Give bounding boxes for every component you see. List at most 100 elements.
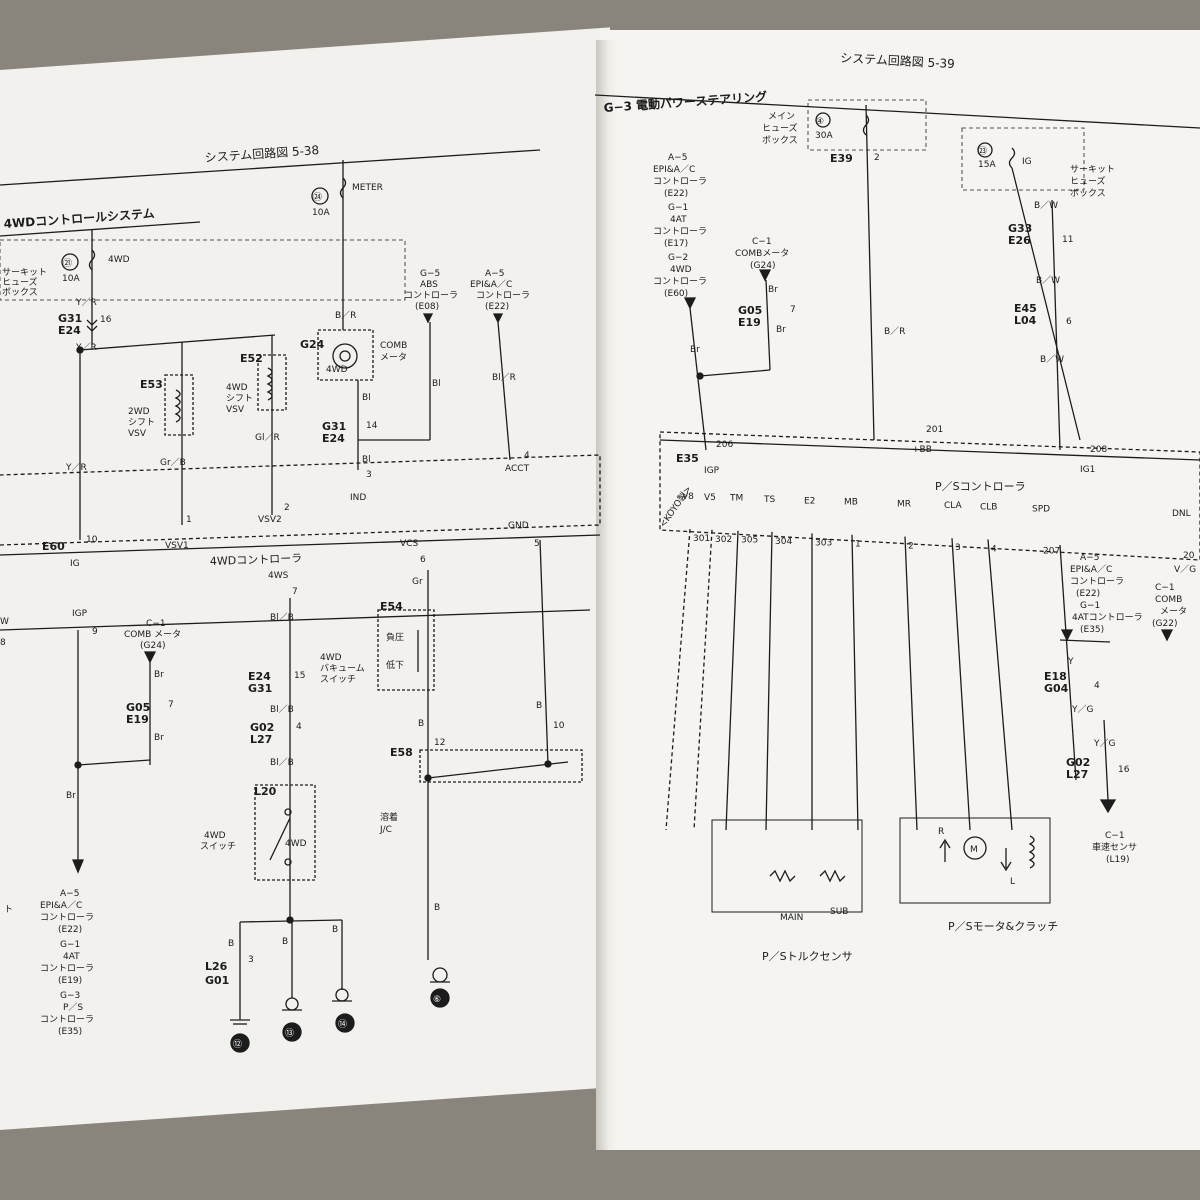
rconn-g05-pin: 7 [790,305,796,315]
e58-dot-1 [424,774,432,782]
e54-box [377,609,435,691]
e54-name: E54 [380,600,403,613]
rc1r-line1: COMB [1155,595,1182,605]
rc1-arrow [758,269,772,282]
fuse-box-outline [0,239,406,301]
rc1r-line3: (G22) [1152,619,1177,629]
c1-line1: COMB メータ [124,629,181,640]
e53-line2: シフト [128,418,155,428]
torque-resistor-1 [769,869,796,883]
conn-e24-b: E24 [322,432,345,445]
motor-symbol [963,836,987,860]
wire-label-bw-3: B／W [1040,354,1064,365]
ps-pin-number: 305 [741,536,758,546]
torque-name: P／Sトルクセンサ [762,950,853,963]
ps-maker: <KOYO製> [657,483,694,529]
fuse-23-amp: 15A [978,160,996,170]
conn-chevron-1 [86,319,98,332]
ps-pin-number: 3 [955,543,961,553]
wire-yr-branch [79,334,276,351]
e54-line2: 低下 [386,659,404,671]
wire-gnd [539,539,549,766]
ps-pin-number: 301 [693,534,710,544]
g24-lamp [332,343,358,369]
ps-pin-wire [904,536,918,831]
ps-208: 208 [1090,445,1107,455]
fuse-21-num: ㉑ [63,258,72,269]
wire-yg-down [1103,719,1109,801]
conn-g05-pin: 7 [168,700,174,710]
igp-arrow [72,859,84,874]
conn-g31-c: G31 [248,682,272,695]
rc1r-name: C−1 [1155,583,1175,593]
junction-dot-2 [74,761,82,769]
e39-pin: 2 [874,153,880,163]
ref-g1-3: (E19) [58,976,82,986]
rref-g1: G−1 [668,203,688,213]
rref-g2: G−2 [668,253,688,263]
e52-line2: シフト [226,394,253,404]
ref-g3-1: P／S [63,1002,83,1013]
lower-pin-4ws: 4WS [268,571,289,581]
ref-g1-1: 4AT [63,952,80,962]
conn-g33: G33 [1008,222,1032,235]
ps-pin-number: 302 [715,535,732,545]
main-fuse-box-1: メイン [768,112,795,122]
g5-arrow [422,313,434,324]
a5-arrow [492,313,504,324]
e53-coil [174,389,181,423]
ref-g3-3: (E35) [58,1027,82,1037]
rr-a5-3: (E22) [1076,589,1100,599]
speed-line1: 車速センサ [1092,841,1137,853]
ps-pin-wire [665,528,691,831]
ps-206: 206 [716,440,733,450]
ps-pin-label: CLB [980,502,997,512]
wire-label-glr: Gl／R [255,432,280,443]
g24-lamp-inner [339,350,351,362]
ps-pin-number: 304 [775,537,792,547]
rc1r-line2: メータ [1160,606,1187,617]
ps-bb: +BB [912,445,932,455]
ref-g3: G−3 [60,991,80,1001]
e53-line1: 2WD [128,407,150,417]
ps-pin-wire [951,538,971,831]
ps-pin-label: V8 [682,492,694,502]
pin-e60: E60 [42,540,65,553]
rref-g1-3: (E17) [664,239,688,249]
left-header: システム回路図 5-38 [204,142,319,165]
ground-14 [332,988,355,1033]
l20-line3: 4WD [285,839,307,849]
fuse-24-marker [311,187,329,205]
lower-pin-6: 6 [420,555,426,565]
vacuum-line2: バキューム [320,663,365,674]
g24-line1: COMB [380,341,407,351]
wire-label-bw-2: B／W [1036,275,1060,286]
ps-pins: V8301V5302TM305TS304E2303MB1MR2CLA3CLB4S… [665,492,1195,831]
ps-pin-label: DNL [1172,509,1191,519]
conn-e18-pin: 4 [1094,681,1100,691]
ref-g1-2: コントローラ [40,963,94,974]
conn-l26-pin: 3 [248,955,254,965]
torque-sub: SUB [830,907,848,917]
ref-g3-2: コントローラ [40,1014,94,1025]
c1-arrow [143,651,157,664]
rr-g1-1: 4ATコントローラ [1072,612,1143,623]
ground-14-label: ⑭ [338,1019,347,1030]
wire-label-yr-1: Y／R [75,297,97,308]
rref-g1-2: コントローラ [653,226,707,237]
wire-label-blb-2: Bl／B [270,704,294,715]
ref-a5-3: (E22) [58,925,82,935]
conn-g02r-pin: 16 [1118,765,1130,775]
e52-line1: 4WD [226,383,248,393]
right-header: システム回路図 5-39 [840,50,955,71]
ref-a5-1: EPI&A／C [40,900,82,911]
fuse-23-box-outline [961,127,1085,191]
lower-pin-7: 7 [292,587,298,597]
e53-line3: VSV [128,429,147,439]
e58-pin12: 12 [434,738,445,748]
wire-rc1-join [699,369,771,377]
rconn-e19: E19 [738,316,761,329]
rc1-name: C−1 [752,237,772,247]
fuse-23-symbol [1008,147,1016,169]
